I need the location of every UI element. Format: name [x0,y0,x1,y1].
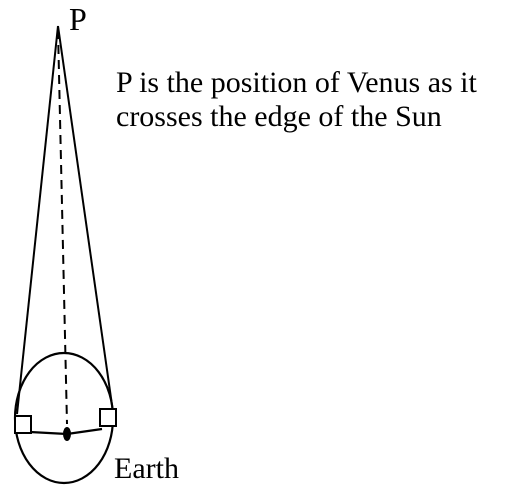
center-dashed-line [57,29,68,425]
sight-line-right [57,25,114,413]
earth-label: Earth [114,452,179,485]
earth-center-dot [63,427,71,441]
sight-line-left [16,25,59,415]
observer-right-box [99,408,117,427]
caption-line-1: P is the position of Venus as it [116,66,477,99]
point-p-label: P [69,1,87,37]
caption: P is the position of Venus as it crosses… [116,66,516,134]
observer-left-box [14,415,32,434]
observer-baseline-left [29,430,68,436]
observer-baseline-right [66,427,103,436]
caption-line-2: crosses the edge of the Sun [116,100,442,133]
